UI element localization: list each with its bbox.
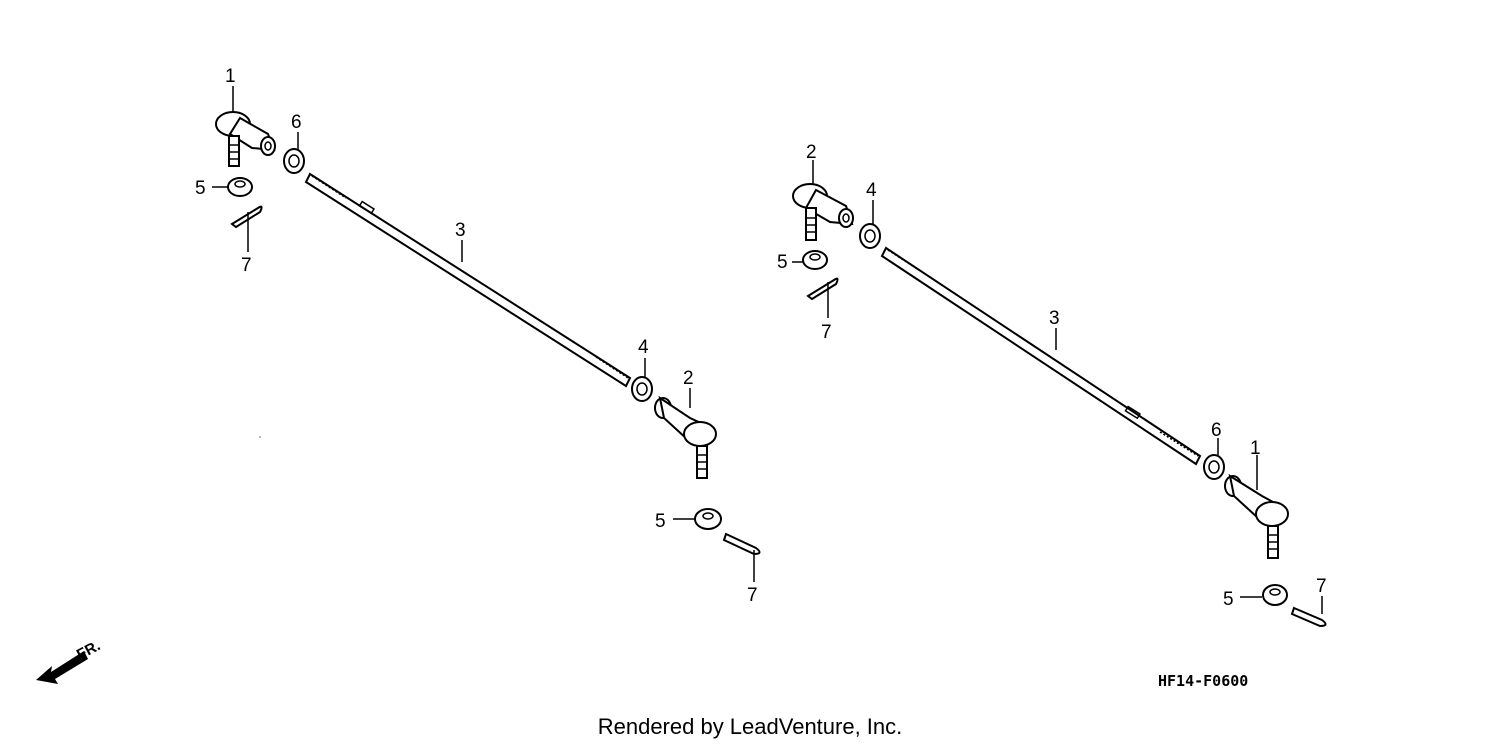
callout-6: 6 <box>291 112 302 133</box>
castle-nut-icon[interactable] <box>802 250 828 270</box>
callout-7: 7 <box>821 322 832 343</box>
right-assembly: 2 4 5 7 3 6 1 5 7 <box>777 142 1327 628</box>
castle-nut-icon[interactable] <box>227 177 253 197</box>
callout-7: 7 <box>241 255 252 276</box>
footer-credit: Rendered by LeadVenture, Inc. <box>597 714 903 739</box>
left-assembly: 1 6 5 7 3 4 2 5 7 <box>195 66 761 606</box>
tie-rod-end-icon[interactable] <box>215 111 276 167</box>
callout-6: 6 <box>1211 420 1222 441</box>
lock-nut-icon[interactable] <box>859 223 881 249</box>
tie-rod-end-icon[interactable] <box>792 183 854 241</box>
callout-5b: 5 <box>655 511 666 532</box>
cotter-pin-icon[interactable] <box>230 205 263 229</box>
callout-5: 5 <box>195 178 206 199</box>
callout-7b: 7 <box>1316 576 1327 597</box>
cotter-pin-icon[interactable] <box>806 277 839 301</box>
tie-rod-end-icon[interactable] <box>1224 473 1289 559</box>
cotter-pin-icon[interactable] <box>1290 606 1327 628</box>
lock-nut-icon[interactable] <box>283 148 305 174</box>
lock-nut-icon[interactable] <box>1203 454 1225 480</box>
diagram-code: HF14-F0600 <box>1158 672 1248 690</box>
lock-nut-icon[interactable] <box>631 376 653 402</box>
callout-2: 2 <box>683 368 694 389</box>
tie-rod-icon[interactable] <box>880 246 1202 466</box>
callout-1: 1 <box>225 66 236 87</box>
tie-rod-end-icon[interactable] <box>654 395 717 479</box>
callout-1: 1 <box>1250 438 1261 459</box>
callout-4: 4 <box>866 180 877 201</box>
callout-5b: 5 <box>1223 589 1234 610</box>
callout-3: 3 <box>1049 308 1060 329</box>
castle-nut-icon[interactable] <box>1262 584 1288 606</box>
callout-4: 4 <box>638 337 649 358</box>
callout-7b: 7 <box>747 585 758 606</box>
callout-2: 2 <box>806 142 817 163</box>
castle-nut-icon[interactable] <box>694 508 722 530</box>
callout-5: 5 <box>777 252 788 273</box>
front-arrow-icon: FR. <box>36 637 103 684</box>
tie-rod-icon[interactable] <box>304 172 632 388</box>
callout-3: 3 <box>455 220 466 241</box>
